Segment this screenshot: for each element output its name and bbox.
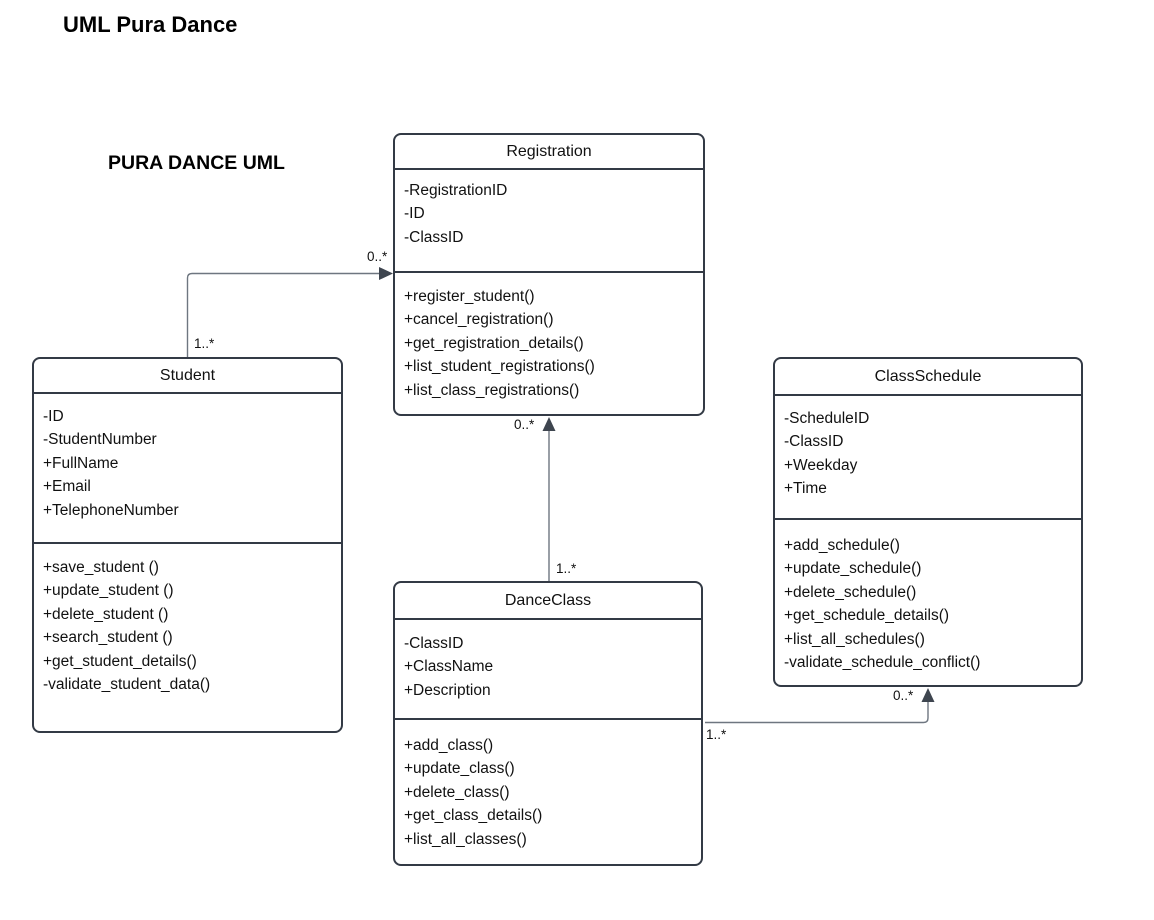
uml-class-danceclass-methods: +add_class() +update_class() +delete_class…: [395, 718, 701, 864]
arrowhead-danceclass-classschedule: [921, 688, 935, 702]
connector-danceclass-classschedule: [705, 701, 929, 724]
member-line: +search_student (): [43, 629, 173, 647]
member-line: +update_schedule(): [784, 560, 922, 578]
uml-class-registration: Registration -RegistrationID-ID-ClassID …: [393, 133, 705, 416]
member-line: -validate_schedule_conflict(): [784, 654, 981, 672]
member-line: +update_class(): [404, 760, 515, 778]
member-line: +Weekday: [784, 456, 858, 474]
member-line: +get_class_details(): [404, 807, 543, 825]
member-line: +Email: [43, 478, 91, 496]
member-line: -ScheduleID: [784, 410, 870, 427]
member-line: +add_schedule(): [784, 537, 900, 554]
member-line: +add_class(): [404, 737, 494, 754]
member-line: +update_student (): [43, 582, 174, 600]
multiplicity-label-registration-end-from-danceclass: 0..*: [514, 417, 535, 432]
uml-class-student: Student -ID -StudentNumber +FullName +Email…: [32, 357, 343, 733]
member-line: -validate_student_data(): [43, 676, 211, 694]
member-line: -RegistrationID: [404, 182, 508, 199]
multiplicity-label-danceclass-top-end: 1..*: [556, 561, 577, 576]
multiplicity-label-student-end: 1..*: [194, 336, 215, 351]
member-line: -StudentNumber: [43, 431, 157, 449]
member-line: +Description: [404, 681, 491, 699]
uml-class-classschedule: ClassSchedule -ScheduleID -ClassID +Weekda…: [773, 357, 1083, 687]
uml-class-danceclass-title: DanceClass: [504, 591, 592, 609]
member-line: +Time: [784, 480, 827, 498]
uml-class-danceclass-attributes: -ClassID +ClassName +Description: [395, 618, 701, 718]
uml-class-classschedule-attributes: -ScheduleID -ClassID +Weekday +Time: [775, 394, 1081, 518]
member-line: +get_student_details(): [43, 652, 197, 670]
connector-student-registration: [186, 272, 380, 357]
uml-class-student-attributes: -ID -StudentNumber +FullName +Email +Telepho…: [34, 392, 341, 542]
page-title: UML Pura Dance: [63, 12, 238, 37]
member-line: +ClassName: [404, 658, 494, 676]
member-line: +list_student_registrations(): [404, 358, 595, 376]
diagram-label: PURA DANCE UML: [108, 152, 285, 174]
member-line: +FullName: [43, 454, 119, 472]
multiplicity-label-classschedule-end: 0..*: [893, 688, 914, 703]
uml-class-classschedule-methods: +add_schedule() +update_schedule() +delete…: [775, 518, 1081, 685]
member-line: +get_schedule_details(): [784, 607, 950, 625]
member-line: +delete_schedule(): [784, 583, 917, 601]
uml-class-danceclass: DanceClass -ClassID +ClassName +Descriptio…: [393, 581, 703, 866]
uml-class-registration-attributes: -RegistrationID -ID -ClassID: [395, 168, 703, 271]
uml-class-student-title: Student: [159, 366, 216, 384]
member-line: -ClassID: [404, 228, 464, 246]
member-line: +TelephoneNumber: [43, 501, 179, 519]
member-line: +delete_class(): [404, 783, 510, 801]
member-line: +register_student(): [404, 288, 535, 305]
arrowhead-danceclass-registration: [542, 417, 556, 431]
multiplicity-label-danceclass-right-end: 1..*: [706, 727, 727, 742]
member-line: +cancel_registration(): [404, 311, 554, 329]
member-line: -ClassID: [404, 635, 464, 652]
member-line: -ClassID: [784, 433, 844, 451]
member-line: +save_student (): [43, 559, 159, 576]
multiplicity-label-registration-end-from-student: 0..*: [367, 249, 388, 264]
member-line: +list_class_registrations(): [404, 381, 580, 399]
member-line: +list_all_schedules(): [784, 630, 925, 648]
arrowhead-student-registration: [379, 267, 393, 280]
member-line: +delete_student (): [43, 605, 169, 623]
uml-class-classschedule-title: ClassSchedule: [874, 367, 982, 385]
uml-class-student-methods: +save_student () +update_student () +delet…: [34, 542, 341, 731]
member-line: +get_registration_details(): [404, 334, 584, 352]
uml-class-registration-methods: +register_student() +cancel_registration(…: [395, 271, 703, 414]
member-line: -ID: [43, 408, 64, 425]
member-line: -ID: [404, 205, 425, 223]
member-line: +list_all_classes(): [404, 830, 527, 848]
uml-class-registration-title: Registration: [506, 142, 592, 160]
